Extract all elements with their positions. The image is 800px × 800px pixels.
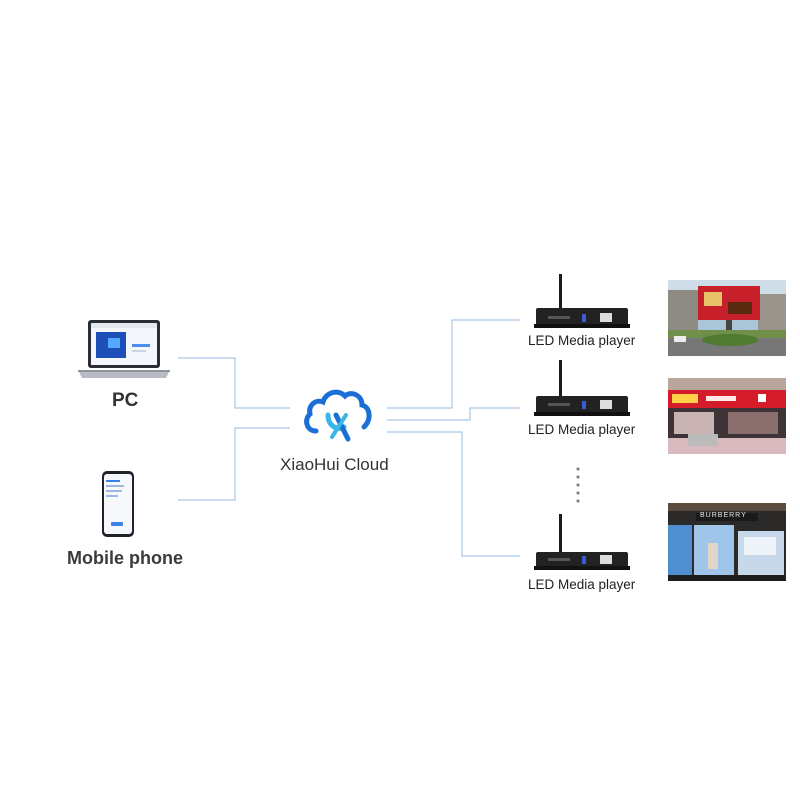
laptop-icon — [78, 320, 170, 378]
mobile-label: Mobile phone — [67, 548, 183, 568]
mobile-device — [100, 470, 140, 540]
player-label-1: LED Media player — [528, 333, 636, 348]
media-player-3 — [534, 514, 630, 572]
cloud-to-player3-line — [387, 431, 520, 557]
retail-facade-led-photo: BURBERRY — [668, 503, 786, 581]
cloud-label: XiaoHui Cloud — [280, 455, 389, 474]
pc-label: PC — [112, 390, 139, 411]
media-player-1 — [534, 274, 630, 332]
player-label-2: LED Media player — [528, 422, 636, 437]
cloud-to-player2-line — [387, 407, 520, 421]
vertical-dots-icon — [575, 466, 581, 506]
media-player-icon — [534, 514, 630, 570]
retail-sign-text: BURBERRY — [700, 512, 747, 519]
media-player-icon — [534, 274, 630, 328]
cloud-to-player1-line — [387, 319, 520, 409]
cloud-logo — [300, 385, 374, 445]
outdoor-led-billboard-photo — [668, 280, 786, 356]
player-label-3: LED Media player — [528, 577, 636, 592]
pc-device — [74, 318, 174, 382]
media-player-2 — [534, 360, 630, 418]
smartphone-icon — [102, 471, 134, 537]
cloud-logo-icon — [304, 389, 372, 442]
media-player-icon — [534, 360, 630, 416]
storefront-led-sign-photo — [668, 378, 786, 454]
mobile-to-cloud-line — [178, 427, 290, 501]
pc-to-cloud-line — [178, 357, 290, 409]
